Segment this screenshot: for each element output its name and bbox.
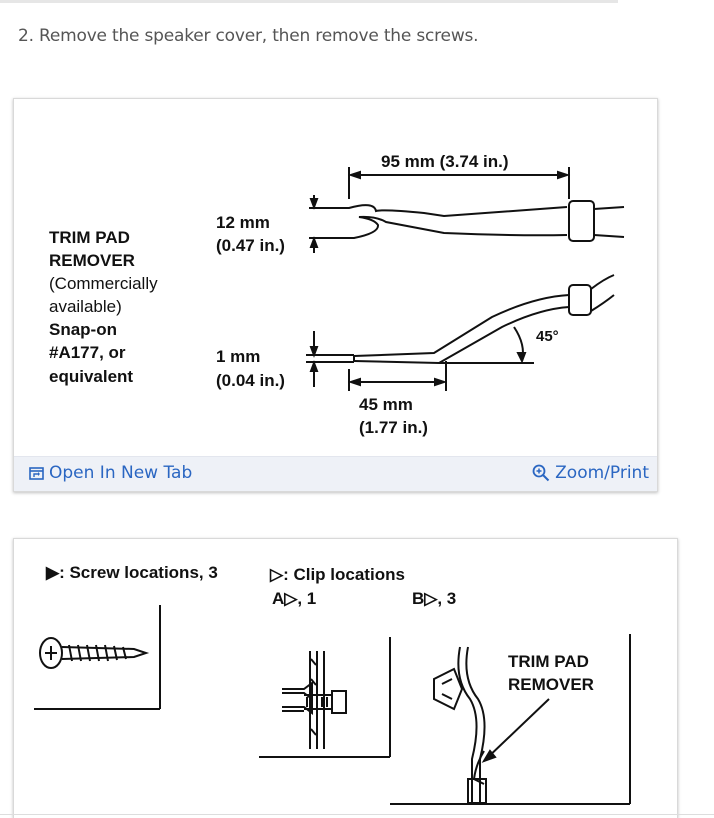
zoom-print-label: Zoom/Print (555, 463, 649, 483)
top-divider (0, 0, 618, 3)
part-line3: equivalent (49, 367, 133, 386)
trim-pad-remover-diagram: TRIM PAD REMOVER (Commercially available… (49, 152, 625, 437)
remover-label-line1: TRIM PAD (508, 652, 589, 671)
open-in-new-tab-label: Open In New Tab (49, 463, 193, 483)
figure-card-locations: ▶: Screw locations, 3 ▷: Clip locations … (13, 538, 678, 818)
tool-name-line2: REMOVER (49, 251, 135, 270)
part-line2: #A177, or (49, 343, 126, 362)
remover-label-line2: REMOVER (508, 675, 594, 694)
screw-clip-diagram: ▶: Screw locations, 3 ▷: Clip locations … (34, 563, 631, 805)
angle-label: 45° (536, 328, 559, 345)
dim-tip-mm: 1 mm (216, 347, 260, 366)
dim-bend-mm: 45 mm (359, 395, 413, 414)
zoom-print-button[interactable]: Zoom/Print (532, 463, 649, 483)
zoom-icon (532, 464, 550, 482)
part-line1: Snap-on (49, 320, 117, 339)
dim-bend-in: (1.77 in.) (359, 418, 428, 437)
locations-drawing (34, 605, 631, 805)
clip-legend: ▷: Clip locations (269, 565, 405, 584)
clip-a-label: A▷, 1 (272, 589, 316, 608)
tool-drawing (306, 167, 625, 391)
dim-tip-in: (0.04 in.) (216, 371, 285, 390)
open-in-new-tab-button[interactable]: Open In New Tab (29, 463, 192, 483)
figure-card-tool: TRIM PAD REMOVER (Commercially available… (13, 98, 658, 492)
step-instruction: 2. Remove the speaker cover, then remove… (18, 26, 479, 46)
screw-legend: ▶: Screw locations, 3 (45, 563, 218, 582)
clip-b-label: B▷, 3 (412, 589, 456, 608)
tool-note-line2: available) (49, 297, 122, 316)
tool-name-line1: TRIM PAD (49, 228, 130, 247)
dim-width-mm: 12 mm (216, 213, 270, 232)
new-tab-icon (29, 466, 44, 480)
dim-width-in: (0.47 in.) (216, 236, 285, 255)
bottom-divider (0, 814, 714, 815)
tool-note-line1: (Commercially (49, 274, 158, 293)
figure-toolbar: Open In New Tab Zoom/Print (14, 456, 657, 491)
dim-length: 95 mm (3.74 in.) (381, 152, 509, 171)
